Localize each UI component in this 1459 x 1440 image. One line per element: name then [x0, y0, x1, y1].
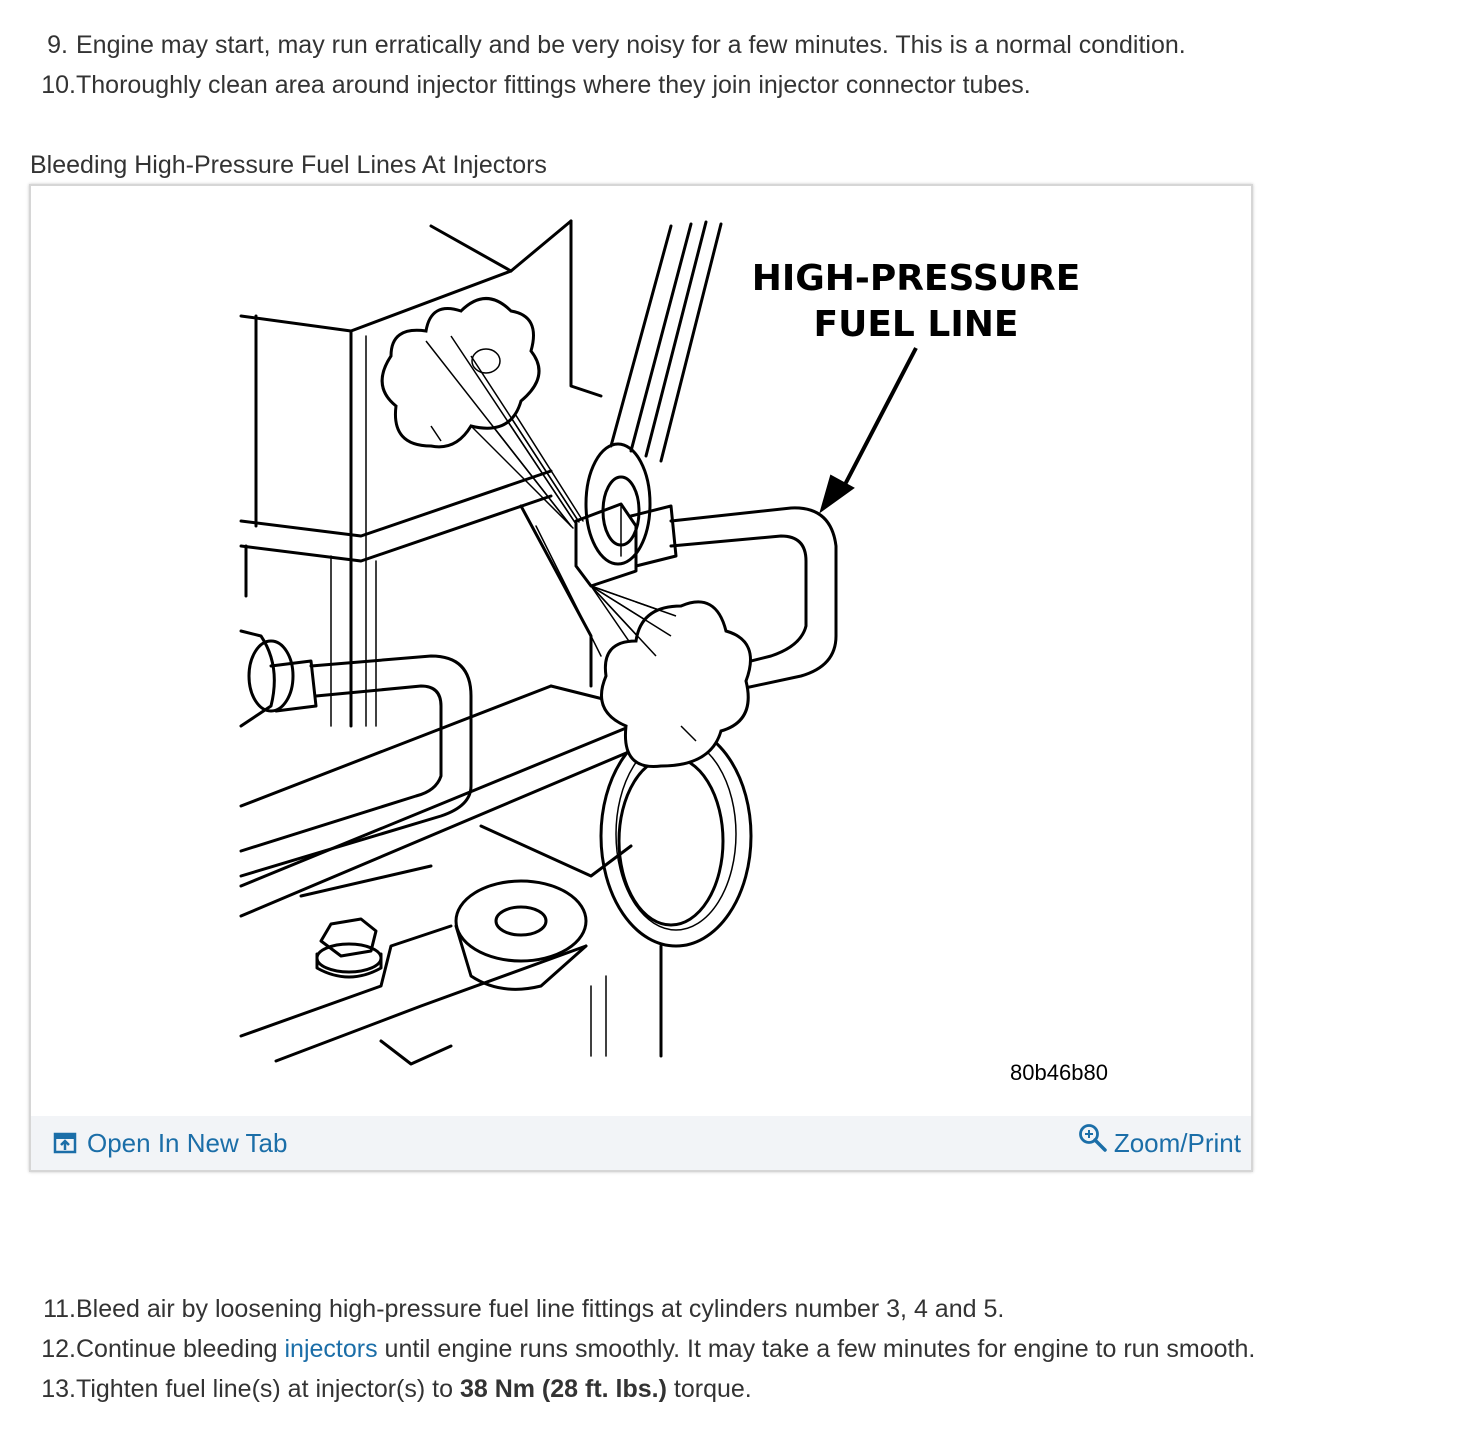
fuel-line-diagram: HIGH-PRESSURE FUEL LINE 80b46b80 — [239, 219, 1108, 1085]
step-number: 10. — [41, 71, 76, 99]
step-9: 9. Engine may start, may run erratically … — [30, 25, 1186, 65]
torque-value: 38 Nm (28 ft. lbs.) — [459, 1375, 667, 1403]
step-text: Bleed air by loosening high-pressure fue… — [76, 1295, 1005, 1323]
step-number: 9. — [47, 31, 68, 59]
step-text-after: until engine runs smoothly. It may take … — [377, 1335, 1256, 1363]
figure-frame: HIGH-PRESSURE FUEL LINE 80b46b80 Open In… — [29, 184, 1253, 1172]
image-code: 80b46b80 — [1010, 1060, 1108, 1085]
open-new-tab-icon — [53, 1132, 77, 1154]
diagram-label-line1: HIGH-PRESSURE — [752, 258, 1081, 299]
injectors-link[interactable]: injectors — [284, 1335, 378, 1363]
step-number: 12. — [41, 1335, 76, 1363]
step-text-before: Tighten fuel line(s) at injector(s) to — [76, 1375, 460, 1403]
step-11: 11.Bleed air by loosening high-pressure … — [30, 1289, 1255, 1329]
open-in-new-tab-button[interactable]: Open In New Tab — [53, 1116, 287, 1170]
step-number: 13. — [41, 1375, 76, 1403]
figure-caption: Bleeding High-Pressure Fuel Lines At Inj… — [30, 151, 547, 179]
step-12: 12.Continue bleeding injectors until eng… — [30, 1329, 1255, 1369]
open-in-new-tab-label: Open In New Tab — [87, 1127, 288, 1158]
step-10: 10.Thoroughly clean area around injector… — [30, 65, 1186, 105]
step-text: Thoroughly clean area around injector fi… — [76, 71, 1031, 99]
step-text-after: torque. — [666, 1375, 752, 1403]
step-text: Engine may start, may run erratically an… — [76, 31, 1186, 59]
step-13: 13.Tighten fuel line(s) at injector(s) t… — [30, 1369, 1255, 1409]
steps-list-bottom: 11.Bleed air by loosening high-pressure … — [30, 1289, 1255, 1409]
step-text: Continue bleeding injectors until engine… — [76, 1329, 1255, 1369]
step-number: 11. — [43, 1295, 76, 1323]
figure-toolbar: Open In New Tab Zoom/Print — [31, 1116, 1251, 1170]
step-text-before: Continue bleeding — [76, 1335, 285, 1363]
zoom-print-button[interactable]: Zoom/Print — [1078, 1116, 1241, 1170]
zoom-print-label: Zoom/Print — [1113, 1127, 1241, 1158]
step-text: Tighten fuel line(s) at injector(s) to 3… — [76, 1369, 752, 1409]
steps-list-top: 9. Engine may start, may run erratically … — [30, 25, 1186, 105]
zoom-in-icon — [1078, 1124, 1107, 1152]
diagram-label-line2: FUEL LINE — [814, 304, 1019, 345]
